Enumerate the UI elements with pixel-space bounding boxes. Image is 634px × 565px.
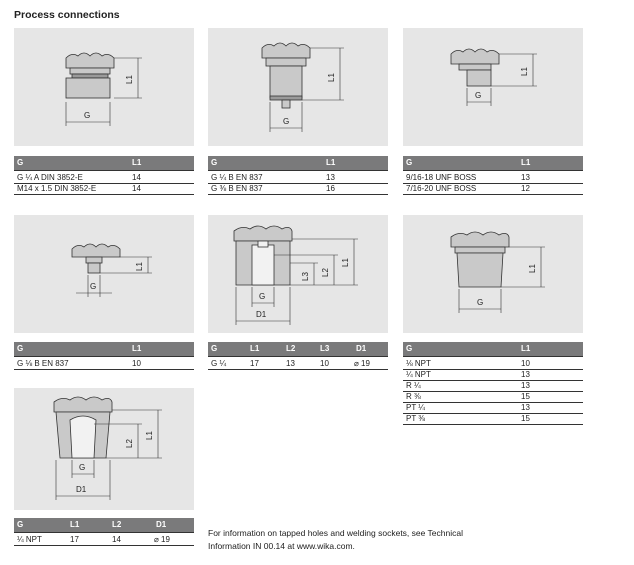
info-note-line: Information IN 00.14 at www.wika.com. <box>208 541 355 551</box>
dim-label: G <box>475 91 481 100</box>
table-row: ⅛ NPT 10 <box>403 359 583 370</box>
table-header: G L1 <box>403 156 583 171</box>
dim-label: L1 <box>341 258 350 267</box>
table-header: G L1 <box>14 156 194 171</box>
dimension-table: G L1 G ¼ A DIN 3852-E 14 M14 x 1.5 DIN 3… <box>14 156 194 195</box>
connection-drawing: L1 G <box>14 28 194 146</box>
dim-label: L2 <box>321 268 330 277</box>
dimension-table: G L1 ⅛ NPT 10 ¼ NPT 13 R ¼ 13 R ⅜ 15 PT … <box>403 342 583 425</box>
info-note: For information on tapped holes and weld… <box>208 527 538 553</box>
table-header: G L1 <box>208 156 388 171</box>
dimension-table: G L1 9/16-18 UNF BOSS 13 7/16-20 UNF BOS… <box>403 156 583 195</box>
connection-drawing: L1 G <box>403 28 583 146</box>
dim-label: L1 <box>528 264 537 273</box>
connection-drawing: L1 G <box>14 215 194 333</box>
table-row: G ¼ 17 13 10 ⌀ 19 <box>208 359 388 370</box>
connection-drawing: L1 L2 G D1 <box>14 388 194 510</box>
table-row: 7/16-20 UNF BOSS 12 <box>403 184 583 195</box>
dimension-table: G L1 L2 L3 D1 G ¼ 17 13 10 ⌀ 19 <box>208 342 388 370</box>
dim-label: L1 <box>327 73 336 82</box>
dimension-table: G L1 G ⅛ B EN 837 10 <box>14 342 194 370</box>
table-row: PT ⅜ 15 <box>403 414 583 425</box>
table-header: G L1 L2 L3 D1 <box>208 342 388 357</box>
dim-label: G <box>283 117 289 126</box>
table-row: M14 x 1.5 DIN 3852-E 14 <box>14 184 194 195</box>
table-header: G L1 L2 D1 <box>14 518 194 533</box>
table-row: ¼ NPT 17 14 ⌀ 19 <box>14 535 194 546</box>
connection-drawing: L1 G <box>403 215 583 333</box>
dim-label: L1 <box>520 67 529 76</box>
dim-label: G <box>84 111 90 120</box>
dimension-table: G L1 L2 D1 ¼ NPT 17 14 ⌀ 19 <box>14 518 194 546</box>
table-row: ¼ NPT 13 <box>403 370 583 381</box>
table-header: G L1 <box>14 342 194 357</box>
table-row: R ⅜ 15 <box>403 392 583 403</box>
dim-label: L1 <box>125 75 134 84</box>
table-row: G ¼ B EN 837 13 <box>208 173 388 184</box>
dimension-table: G L1 G ¼ B EN 837 13 G ⅜ B EN 837 16 <box>208 156 388 195</box>
dim-label: L2 <box>125 439 134 448</box>
dim-label: L1 <box>145 431 154 440</box>
table-row: 9/16-18 UNF BOSS 13 <box>403 173 583 184</box>
dim-label: D1 <box>256 310 267 319</box>
table-row: G ⅛ B EN 837 10 <box>14 359 194 370</box>
page-title: Process connections <box>14 9 120 21</box>
dim-label: G <box>477 298 483 307</box>
table-header: G L1 <box>403 342 583 357</box>
table-row: G ⅜ B EN 837 16 <box>208 184 388 195</box>
connection-drawing: L1 L2 L3 G D1 <box>208 215 388 333</box>
info-note-line: For information on tapped holes and weld… <box>208 528 463 538</box>
dim-label: G <box>90 282 96 291</box>
dim-label: L3 <box>301 272 310 281</box>
dim-label: D1 <box>76 485 87 494</box>
connection-drawing: L1 G <box>208 28 388 146</box>
table-row: R ¼ 13 <box>403 381 583 392</box>
table-row: G ¼ A DIN 3852-E 14 <box>14 173 194 184</box>
dim-label: L1 <box>135 262 144 271</box>
dim-label: G <box>79 463 85 472</box>
dim-label: G <box>259 292 265 301</box>
table-row: PT ¼ 13 <box>403 403 583 414</box>
